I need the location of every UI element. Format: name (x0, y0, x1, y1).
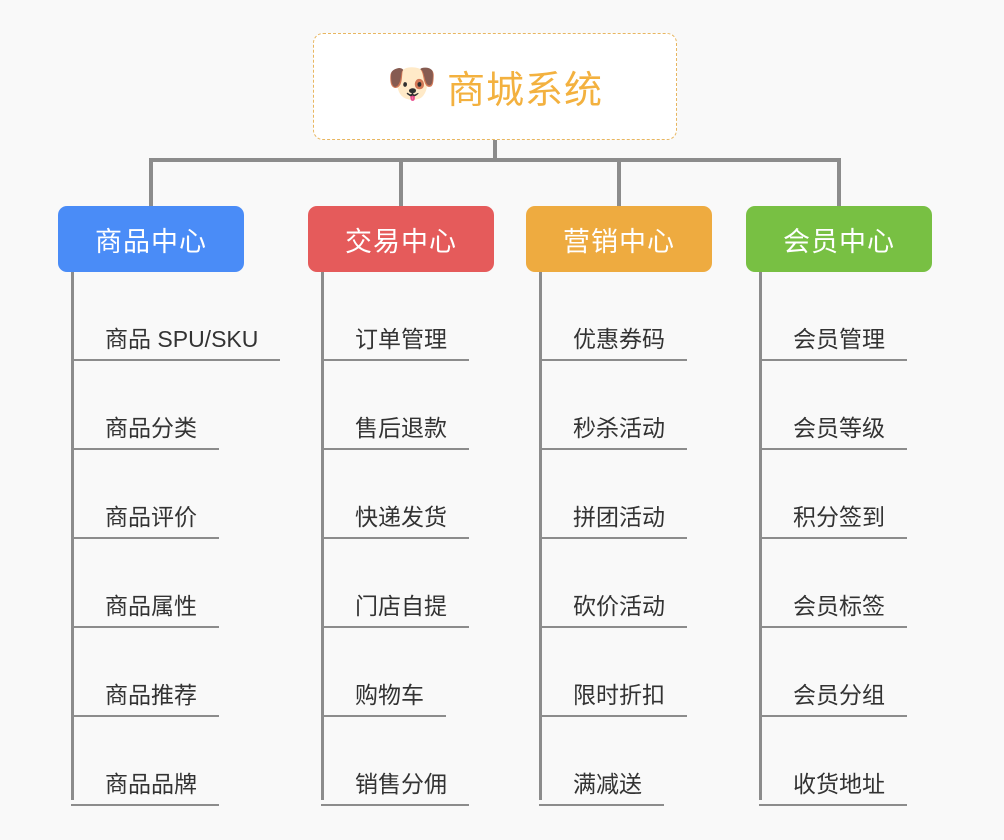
branch-product-center: 商品中心 商品 SPU/SKU 商品分类 商品评价 商品属性 商品推荐 商品品牌 (58, 206, 281, 806)
leaf-label: 会员分组 (759, 682, 907, 717)
list-item[interactable]: 售后退款 (321, 361, 469, 450)
branch-spine-3 (539, 272, 542, 800)
connector-drop-1 (149, 158, 153, 208)
branch-spine-2 (321, 272, 324, 800)
leaf-label: 会员等级 (759, 415, 907, 450)
list-item[interactable]: 购物车 (321, 628, 469, 717)
list-item[interactable]: 商品 SPU/SKU (71, 272, 281, 361)
list-item[interactable]: 销售分佣 (321, 717, 469, 806)
category-label: 商品中心 (95, 226, 207, 257)
list-item[interactable]: 会员分组 (759, 628, 907, 717)
branch-marketing-center: 营销中心 优惠券码 秒杀活动 拼团活动 砍价活动 限时折扣 满减送 (526, 206, 712, 806)
list-item[interactable]: 秒杀活动 (539, 361, 687, 450)
leaf-label: 商品 SPU/SKU (71, 326, 281, 361)
leaf-label: 商品属性 (71, 593, 219, 628)
list-item[interactable]: 订单管理 (321, 272, 469, 361)
list-item[interactable]: 门店自提 (321, 539, 469, 628)
leaf-label: 积分签到 (759, 504, 907, 539)
list-item[interactable]: 商品推荐 (71, 628, 280, 717)
leaf-label: 门店自提 (321, 593, 469, 628)
connector-trunk-vertical (493, 140, 497, 162)
leaf-label: 优惠券码 (539, 326, 687, 361)
leaf-label: 商品评价 (71, 504, 219, 539)
category-label: 营销中心 (563, 226, 675, 257)
leaf-label: 购物车 (321, 682, 446, 717)
list-item[interactable]: 积分签到 (759, 450, 907, 539)
list-item[interactable]: 快递发货 (321, 450, 469, 539)
connector-trunk-horizontal (149, 158, 841, 162)
branch-spine-4 (759, 272, 762, 800)
leaf-label: 秒杀活动 (539, 415, 687, 450)
leaf-label: 订单管理 (321, 326, 469, 361)
branch-trade-center: 交易中心 订单管理 售后退款 快递发货 门店自提 购物车 销售分佣 (308, 206, 494, 806)
branch-member-center: 会员中心 会员管理 会员等级 积分签到 会员标签 会员分组 收货地址 (746, 206, 932, 806)
leaf-list-member-center: 会员管理 会员等级 积分签到 会员标签 会员分组 收货地址 (759, 272, 907, 806)
leaf-list-marketing-center: 优惠券码 秒杀活动 拼团活动 砍价活动 限时折扣 满减送 (539, 272, 687, 806)
leaf-label: 商品推荐 (71, 682, 219, 717)
leaf-label: 快递发货 (321, 504, 469, 539)
list-item[interactable]: 商品分类 (71, 361, 280, 450)
leaf-label: 拼团活动 (539, 504, 687, 539)
list-item[interactable]: 满减送 (539, 717, 687, 806)
connector-drop-3 (617, 158, 621, 208)
connector-drop-4 (837, 158, 841, 208)
leaf-label: 砍价活动 (539, 593, 687, 628)
list-item[interactable]: 会员管理 (759, 272, 907, 361)
leaf-label: 满减送 (539, 771, 664, 806)
leaf-list-trade-center: 订单管理 售后退款 快递发货 门店自提 购物车 销售分佣 (321, 272, 469, 806)
leaf-label: 销售分佣 (321, 771, 469, 806)
category-label: 会员中心 (783, 226, 895, 257)
category-label: 交易中心 (345, 226, 457, 257)
list-item[interactable]: 商品品牌 (71, 717, 280, 806)
list-item[interactable]: 会员等级 (759, 361, 907, 450)
list-item[interactable]: 商品属性 (71, 539, 280, 628)
leaf-label: 限时折扣 (539, 682, 687, 717)
connector-drop-2 (399, 158, 403, 208)
list-item[interactable]: 收货地址 (759, 717, 907, 806)
leaf-label: 商品分类 (71, 415, 219, 450)
leaf-list-product-center: 商品 SPU/SKU 商品分类 商品评价 商品属性 商品推荐 商品品牌 (71, 272, 281, 806)
root-node[interactable]: 🐶 商城系统 (313, 33, 677, 140)
leaf-label: 售后退款 (321, 415, 469, 450)
category-header-trade-center[interactable]: 交易中心 (308, 206, 494, 272)
leaf-label: 会员管理 (759, 326, 907, 361)
leaf-label: 商品品牌 (71, 771, 219, 806)
list-item[interactable]: 砍价活动 (539, 539, 687, 628)
list-item[interactable]: 优惠券码 (539, 272, 687, 361)
list-item[interactable]: 限时折扣 (539, 628, 687, 717)
branch-spine-1 (71, 272, 74, 800)
shiba-dog-icon: 🐶 (386, 61, 437, 106)
root-title: 商城系统 (446, 70, 603, 112)
leaf-label: 会员标签 (759, 593, 907, 628)
list-item[interactable]: 商品评价 (71, 450, 280, 539)
list-item[interactable]: 拼团活动 (539, 450, 687, 539)
list-item[interactable]: 会员标签 (759, 539, 907, 628)
leaf-label: 收货地址 (759, 771, 907, 806)
category-header-product-center[interactable]: 商品中心 (58, 206, 244, 272)
category-header-marketing-center[interactable]: 营销中心 (526, 206, 712, 272)
category-header-member-center[interactable]: 会员中心 (746, 206, 932, 272)
